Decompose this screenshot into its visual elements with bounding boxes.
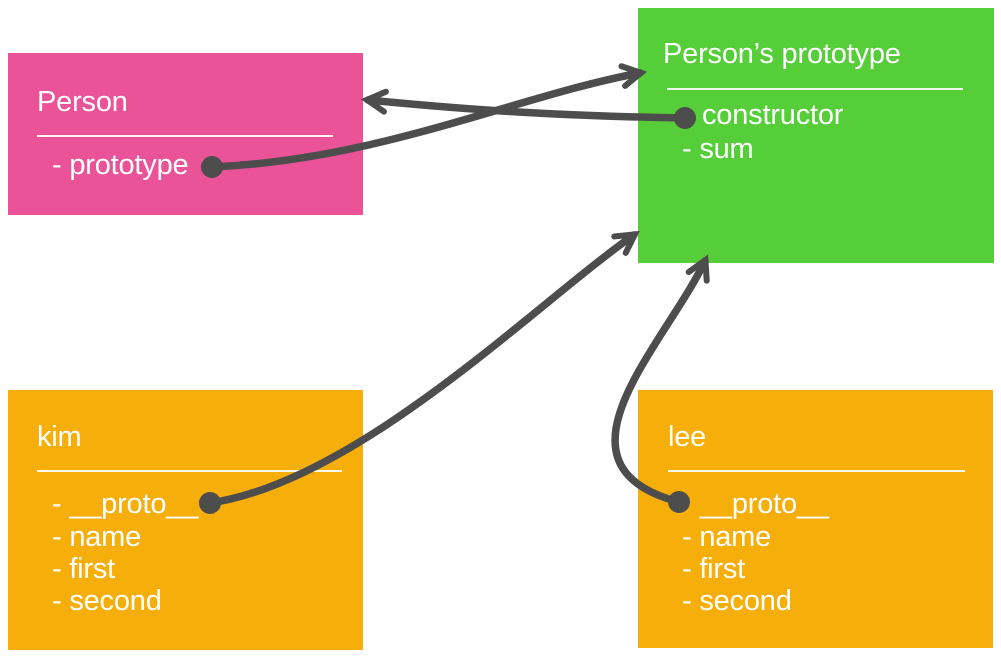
kim-title-divider [37,470,342,472]
lee-item-name: - name [682,521,772,553]
kim-box-title: kim [37,421,82,453]
kim-item-proto: - __proto__ [52,488,199,520]
lee-box: lee __proto__ - name - first - second [638,390,993,648]
kim-box: kim - __proto__ - name - first - second [8,390,363,650]
person-box-title: Person [37,86,128,118]
kim-item-name: - name [52,521,142,553]
lee-item-first: - first [682,553,746,585]
person-title-divider [37,135,333,137]
kim-item-first: - first [52,553,116,585]
persons-prototype-box-title: Person’s prototype [663,38,901,70]
lee-title-divider [668,470,965,472]
persons-prototype-item-sum: - sum [682,133,754,165]
person-item-prototype: - prototype [52,149,189,181]
persons-prototype-title-divider [667,88,963,90]
lee-box-title: lee [668,421,707,453]
lee-item-proto: __proto__ [700,488,829,520]
persons-prototype-box: Person’s prototype constructor - sum [638,8,994,263]
lee-item-second: - second [682,585,792,617]
persons-prototype-item-constructor: constructor [702,99,844,131]
kim-item-second: - second [52,585,162,617]
person-box: Person - prototype [8,53,363,215]
